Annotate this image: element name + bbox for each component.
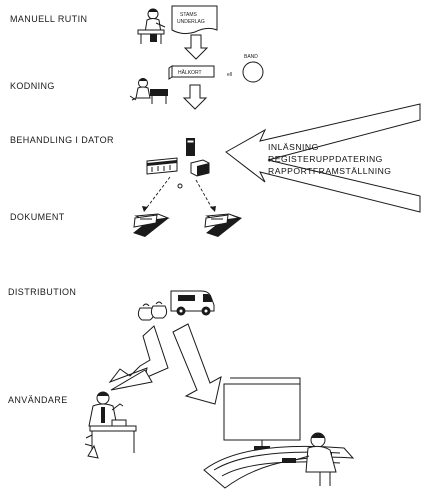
document-stack-right-icon <box>204 213 242 237</box>
terminal-operator-icon <box>203 377 355 489</box>
stage-label-coding: KODNING <box>10 81 55 91</box>
stage-label-users: ANVÄNDARE <box>8 395 68 405</box>
stage-label-processing: BEHANDLING I DATOR <box>10 135 114 145</box>
computer-system-icon <box>146 138 210 177</box>
stage-label-documents: DOKUMENT <box>10 212 65 222</box>
stage-label-distribution: DISTRIBUTION <box>8 287 76 297</box>
tape-reel-icon: BAND <box>242 54 264 83</box>
distribution-arrow-right <box>172 323 222 405</box>
distribution-arrow-left <box>108 325 169 384</box>
process-read-in: INLÄSNING <box>268 142 319 152</box>
flow-arrow-3 <box>144 176 171 211</box>
processes-arrow <box>225 103 421 213</box>
punch-cards-label: HÅLKORT <box>178 69 202 76</box>
person-at-desk-icon <box>137 8 166 44</box>
distribution-arrow-left-head <box>110 369 153 391</box>
flow-arrow-1 <box>183 34 209 60</box>
stage-label-manual: MANUELL RUTIN <box>10 14 87 24</box>
keypunch-operator-icon <box>129 78 168 104</box>
process-report-production: RAPPORTFRAMSTÄLLNING <box>268 166 392 176</box>
source-docs-label-2: UNDERLAG <box>177 19 205 25</box>
punch-cards-icon: HÅLKORT <box>168 65 215 80</box>
process-register-update: REGISTERUPPDATERING <box>268 154 383 164</box>
flow-arrow-4 <box>195 179 214 211</box>
document-stack-left-icon <box>133 213 170 237</box>
delivery-van-icon <box>170 290 215 316</box>
flow-arrow-2 <box>182 84 208 110</box>
user-at-desk-icon <box>84 391 137 459</box>
or-label: ell <box>227 72 232 78</box>
mail-sacks-icon <box>137 301 168 321</box>
source-docs-label-1: STAMS <box>180 12 198 18</box>
source-documents-icon: STAMS UNDERLAG <box>171 5 218 35</box>
tape-label: BAND <box>244 54 258 60</box>
